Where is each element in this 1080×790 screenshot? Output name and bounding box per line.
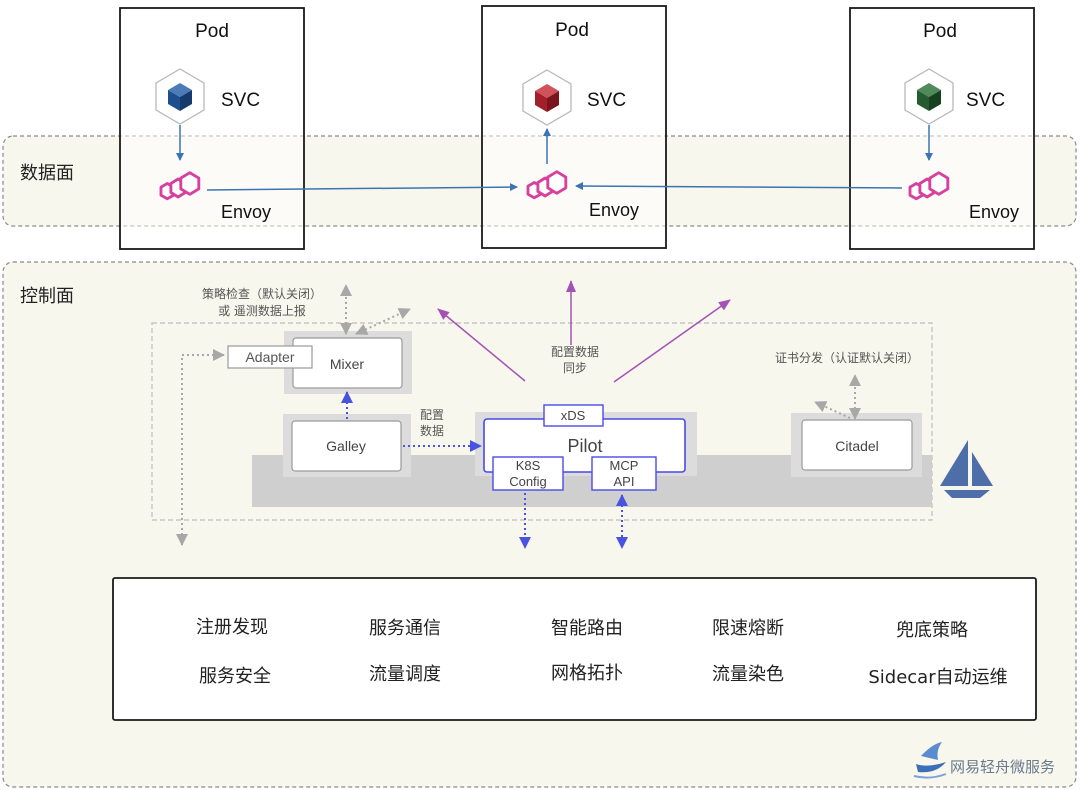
pilot-sync-arrow-right [613, 299, 731, 383]
feature-rate-limit-circuit-break: 限速熔断 [712, 618, 784, 639]
xds-box[interactable] [543, 404, 604, 427]
pod-1-svc-label: SVC [221, 90, 260, 111]
mcp-api-box[interactable] [591, 456, 657, 491]
adapter-link-arrow [176, 349, 225, 546]
xds-label: xDS [561, 408, 586, 423]
pod-1[interactable]: Pod SVC Envoy [119, 7, 305, 250]
boat-logo-icon [913, 742, 947, 779]
feature-smart-routing: 智能路由 [551, 618, 623, 639]
feature-sidecar-auto-ops: Sidecar自动运维 [868, 667, 1007, 688]
svc-cube-icon [155, 68, 205, 125]
pod-2-title: Pod [555, 20, 589, 41]
feature-mesh-topology: 网格拓扑 [551, 663, 623, 684]
istio-sail-icon [940, 440, 993, 498]
cert-distribution-label: 证书分发（认证默认关闭） [775, 350, 919, 365]
mcp-label-line1: MCP [610, 458, 639, 473]
config-sync-label-line1: 配置数据 [551, 344, 599, 359]
feature-traffic-scheduling: 流量调度 [369, 664, 441, 685]
policy-check-label-line1: 策略检查（默认关闭） [202, 286, 322, 301]
feature-service-discovery: 注册发现 [196, 617, 268, 638]
config-data-label-line1: 配置 [420, 408, 444, 422]
pilot-sync-arrow-left [437, 308, 526, 382]
config-sync-label-line2: 同步 [563, 361, 587, 375]
envoy-3-to-envoy-2-arrow [575, 182, 903, 191]
feature-fallback-policy: 兜底策略 [896, 620, 968, 641]
mcp-label-line2: API [614, 474, 635, 489]
k8s-config-box[interactable] [492, 456, 564, 491]
config-data-label-line2: 数据 [420, 423, 444, 438]
k8s-label-line2: Config [509, 474, 547, 489]
pod-2-envoy-label: Envoy [589, 200, 639, 220]
pod-2-svc-label: SVC [587, 90, 626, 111]
svc-cube-icon [904, 68, 954, 125]
policy-check-label-line2: 或 遥测数据上报 [218, 303, 306, 318]
data-plane-label: 数据面 [20, 163, 74, 184]
citadel-label: Citadel [835, 438, 879, 454]
pod-3-svc-label: SVC [966, 90, 1005, 111]
pod-3[interactable]: Pod SVC Envoy [849, 7, 1035, 250]
citadel-diagonal-arrow [814, 401, 851, 419]
citadel-box[interactable] [801, 419, 913, 471]
brand-name: 网易轻舟微服务 [950, 758, 1055, 776]
galley-box[interactable] [291, 420, 402, 472]
pod-1-envoy-label: Envoy [221, 202, 271, 222]
feature-service-communication: 服务通信 [369, 618, 441, 639]
adapter-label: Adapter [245, 349, 294, 365]
mixer-label: Mixer [330, 356, 365, 372]
pod-3-envoy-label: Envoy [969, 202, 1019, 222]
pilot-label: Pilot [567, 436, 602, 456]
svc-cube-icon [522, 69, 572, 126]
pod-1-title: Pod [195, 21, 229, 42]
pod-2[interactable]: Pod SVC Envoy [481, 5, 667, 249]
features-panel [112, 577, 1037, 721]
control-plane-label: 控制面 [20, 286, 74, 307]
feature-service-security: 服务安全 [199, 666, 271, 687]
k8s-label-line1: K8S [516, 458, 541, 473]
feature-traffic-coloring: 流量染色 [712, 664, 784, 685]
pod-3-title: Pod [923, 21, 957, 42]
envoy-1-to-envoy-2-arrow [206, 183, 518, 192]
brand-watermark: 网易轻舟微服务 [913, 742, 1055, 779]
adapter-box[interactable] [227, 345, 313, 369]
galley-label: Galley [326, 438, 366, 454]
